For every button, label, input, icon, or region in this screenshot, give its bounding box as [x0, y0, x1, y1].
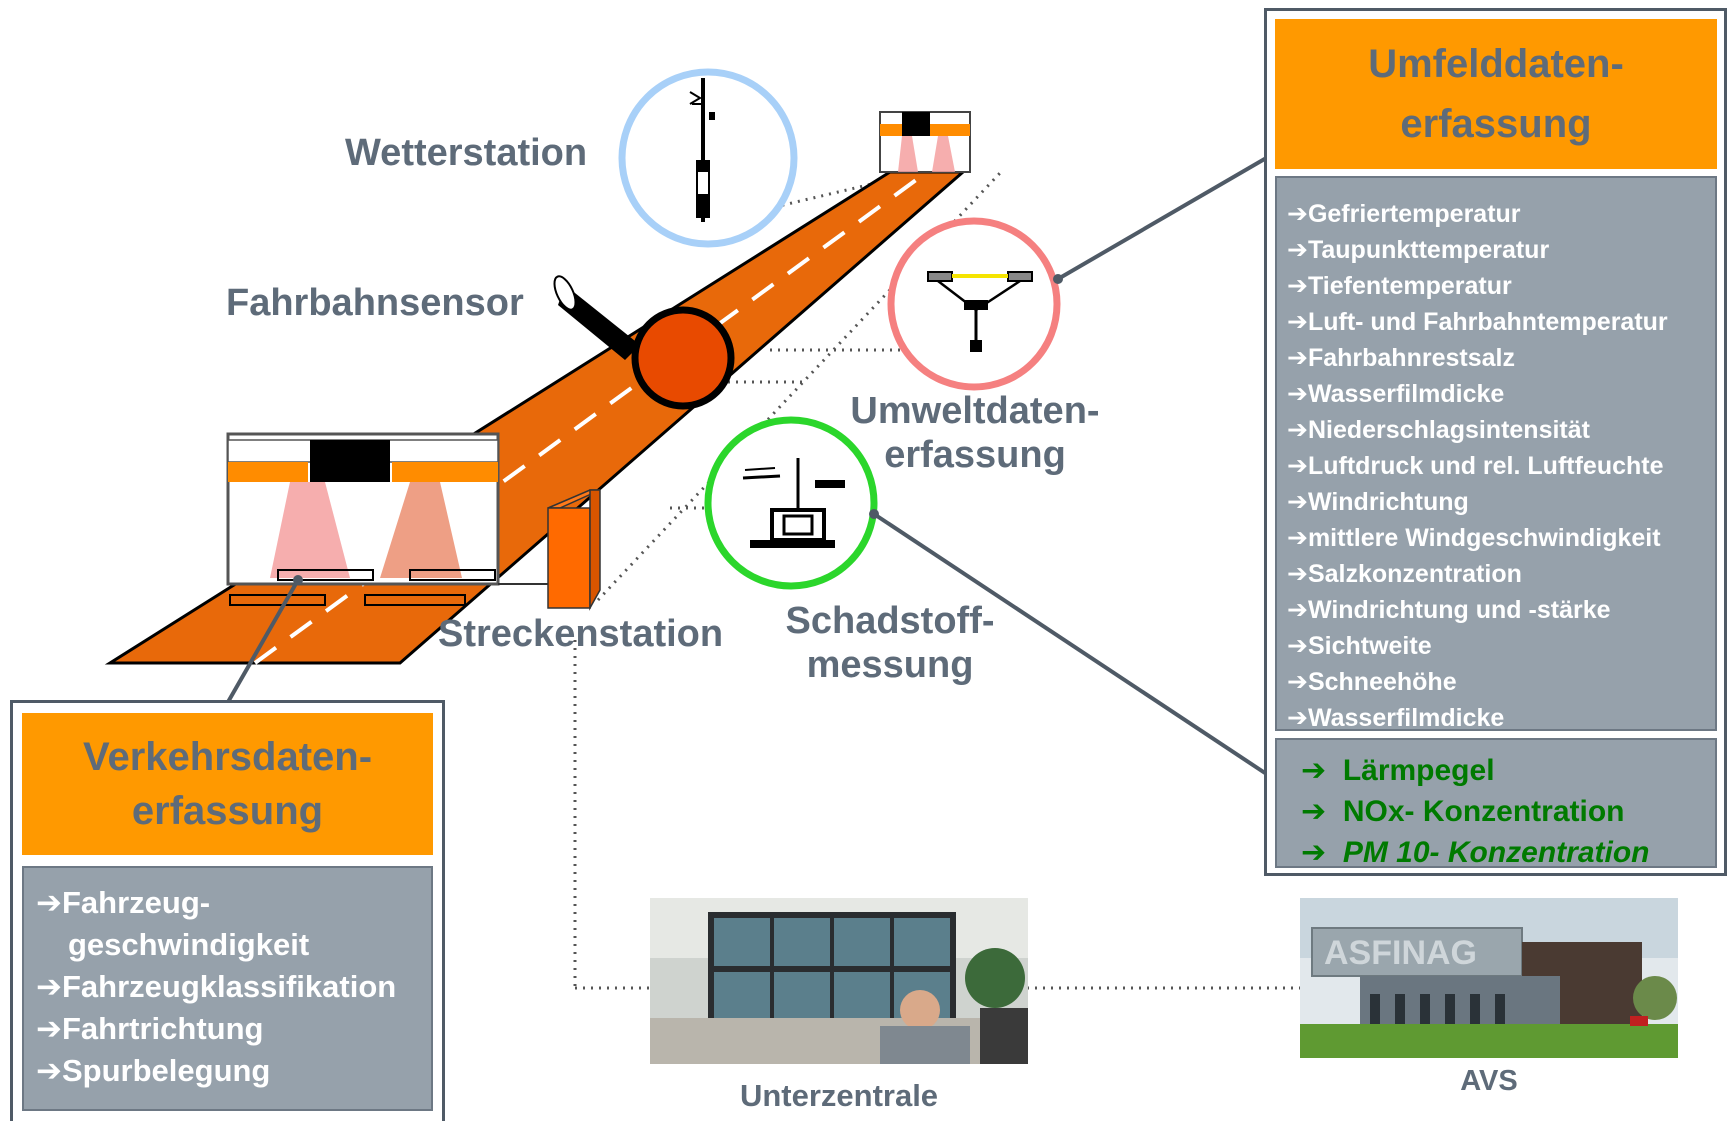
list-item: ➔Fahrbahnrestsalz	[1287, 343, 1515, 372]
weather-station-icon	[618, 68, 798, 248]
list-item: ➔Salzkonzentration	[1287, 559, 1522, 588]
control-room-photo	[650, 898, 1028, 1064]
avs-caption: AVS	[1460, 1065, 1518, 1097]
list-item: ➔Gefriertemperatur	[1287, 199, 1521, 228]
near-gantry	[226, 432, 500, 606]
panel-connectors	[226, 155, 1270, 777]
label-schadstoff: Schadstoff-messung	[785, 600, 995, 686]
connector-dot	[293, 575, 303, 585]
verkehr-panel: Verkehrsdaten-erfassung ➔Fahrzeug- gesch…	[10, 700, 445, 1121]
list-item: ➔Taupunkttemperatur	[1287, 235, 1550, 264]
verkehr-panel-title: Verkehrsdaten-erfassung	[22, 713, 433, 855]
road-sensor-magnifier	[553, 275, 735, 410]
list-item: ➔Wasserfilmdicke	[1287, 703, 1505, 732]
verkehr-parameter-list: ➔Fahrzeug- geschwindigkeit ➔Fahrzeugklas…	[22, 866, 433, 1111]
umfeld-panel-title: Umfelddaten-erfassung	[1275, 19, 1717, 169]
label-fahrbahnsensor: Fahrbahnsensor	[226, 282, 524, 324]
street-station-cabinet	[498, 489, 601, 611]
pollutant-list: ➔ Lärmpegel ➔ NOx- Konzentration ➔ PM 10…	[1275, 738, 1717, 870]
list-item: ➔ NOx- Konzentration	[1301, 794, 1625, 829]
list-item: ➔ PM 10- Konzentration	[1301, 835, 1650, 870]
umfeld-parameter-list: ➔Gefriertemperatur ➔Taupunkttemperatur ➔…	[1275, 176, 1717, 732]
avs-building-photo: ASFINAG	[1300, 898, 1678, 1058]
road-surface	[104, 170, 968, 665]
umfeld-panel: Umfelddaten-erfassung ➔Gefriertemperatur…	[1264, 8, 1727, 876]
list-item: ➔ Lärmpegel	[1301, 753, 1495, 788]
list-item: ➔Windrichtung und -stärke	[1287, 595, 1611, 624]
list-item: ➔Windrichtung	[1287, 487, 1469, 516]
list-item: ➔Spurbelegung	[36, 1053, 271, 1089]
far-gantry	[879, 111, 971, 173]
list-item: ➔Luft- und Fahrbahntemperatur	[1287, 307, 1668, 336]
list-item: ➔Fahrzeug-	[36, 885, 211, 921]
list-item: ➔Luftdruck und rel. Luftfeuchte	[1287, 451, 1664, 480]
list-item: geschwindigkeit	[68, 927, 310, 962]
label-umweltdaten: Umweltdaten-erfassung	[850, 390, 1100, 476]
list-item: ➔mittlere Windgeschwindigkeit	[1287, 523, 1661, 552]
list-item: ➔Wasserfilmdicke	[1287, 379, 1505, 408]
environment-sensor-icon	[887, 217, 1061, 391]
list-item: ➔Fahrzeugklassifikation	[36, 969, 397, 1005]
unterzentrale-caption: Unterzentrale	[739, 1078, 939, 1113]
list-item: ➔Niederschlagsintensität	[1287, 415, 1590, 444]
label-streckenstation: Streckenstation	[438, 613, 724, 655]
connector-dot	[1053, 274, 1063, 284]
list-item: ➔Schneehöhe	[1287, 667, 1457, 696]
list-item: ➔Tiefentemperatur	[1287, 271, 1512, 300]
pollution-station-icon	[704, 416, 878, 590]
connector-dot	[869, 509, 879, 519]
list-item: ➔Fahrtrichtung	[36, 1011, 264, 1047]
building-sign: ASFINAG	[1324, 934, 1477, 972]
label-wetterstation: Wetterstation	[345, 132, 588, 174]
list-item: ➔Sichtweite	[1287, 631, 1432, 660]
